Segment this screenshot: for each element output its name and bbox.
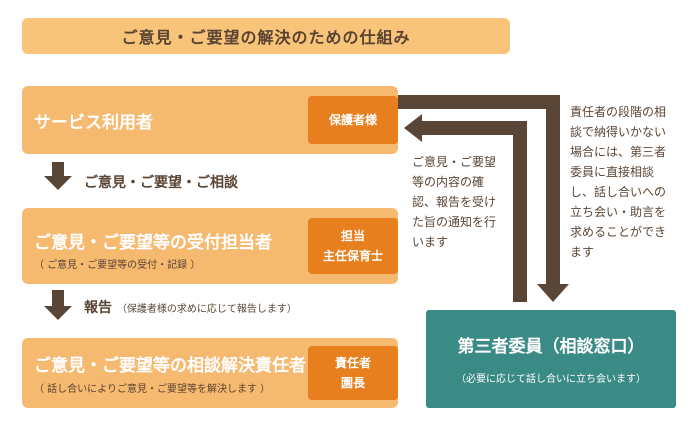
arrow-label-1: ご意見・ご要望・ご相談 [84, 175, 238, 191]
note-left-line: ご意見・ご要望 [412, 155, 497, 169]
resolution-officer-subtitle: （ 話し合いによりご意見・ご要望等を解決します ） [34, 384, 271, 395]
resolution-role-label-2: 園長 [340, 376, 365, 390]
service-user-box: サービス利用者 保護者様 [22, 86, 398, 154]
reception-officer-title: ご意見・ご要望等の受付担当者 [34, 233, 272, 253]
notification-arrow [404, 114, 527, 302]
report-note: （保護者様の求めに応じて報告します） [116, 304, 297, 315]
note-left-line: います [412, 235, 449, 249]
resolution-role-badge: 責任者 園長 [308, 346, 398, 400]
resolution-officer-box: ご意見・ご要望等の相談解決責任者 （ 話し合いによりご意見・ご要望等を解決します… [22, 338, 398, 408]
note-right-line: 立ち会い・助言を [570, 205, 667, 219]
guardian-role-badge: 保護者様 [308, 96, 398, 144]
report-label: 報告 [84, 300, 112, 316]
note-right-line: 求めることができ [570, 225, 667, 239]
arrow-label-2: 報告 （保護者様の求めに応じて報告します） [84, 297, 297, 317]
reception-officer-box: ご意見・ご要望等の受付担当者 （ ご意見・ご要望等の受付・記録 ） 担当 主任保… [22, 208, 398, 284]
note-left-line: 認、報告を受け [412, 195, 497, 209]
third-party-title: 第三者委員（相談窓口） [457, 337, 645, 357]
note-right-line: 委員に直接相談 [570, 165, 655, 179]
escalation-arrow [398, 95, 569, 302]
service-user-title: サービス利用者 [34, 113, 153, 133]
down-arrow-1 [44, 162, 72, 190]
third-party-subtitle: （必要に応じて話し合いに立ち会います） [456, 374, 646, 385]
guardian-role-label: 保護者様 [328, 113, 377, 127]
diagram-title: ご意見・ご要望の解決のための仕組み [22, 18, 510, 54]
escalation-note: 責任者の段階の相 談で納得いかない 場合には、第三者 委員に直接相談 し、話し合… [570, 102, 666, 262]
reception-officer-subtitle: （ ご意見・ご要望等の受付・記録 ） [34, 260, 201, 271]
note-left-line: た旨の通知を行 [412, 215, 497, 229]
resolution-officer-title: ご意見・ご要望等の相談解決責任者 [34, 356, 306, 376]
notification-note: ご意見・ご要望 等の内容の確 認、報告を受け た旨の通知を行 います [412, 152, 496, 252]
note-right-line: ます [570, 245, 595, 259]
reception-role-label-2: 主任保育士 [322, 249, 383, 263]
note-right-line: 場合には、第三者 [570, 145, 667, 159]
note-left-line: 等の内容の確 [412, 175, 485, 189]
note-right-line: 談で納得いかない [570, 125, 667, 139]
down-arrow-2 [44, 290, 72, 320]
reception-role-label-1: 担当 [340, 229, 365, 243]
note-right-line: し、話し合いへの [570, 185, 667, 199]
note-right-line: 責任者の段階の相 [570, 105, 667, 119]
third-party-committee-box: 第三者委員（相談窓口） （必要に応じて話し合いに立ち会います） [426, 310, 676, 408]
resolution-role-label-1: 責任者 [334, 356, 371, 370]
reception-role-badge: 担当 主任保育士 [308, 218, 398, 274]
